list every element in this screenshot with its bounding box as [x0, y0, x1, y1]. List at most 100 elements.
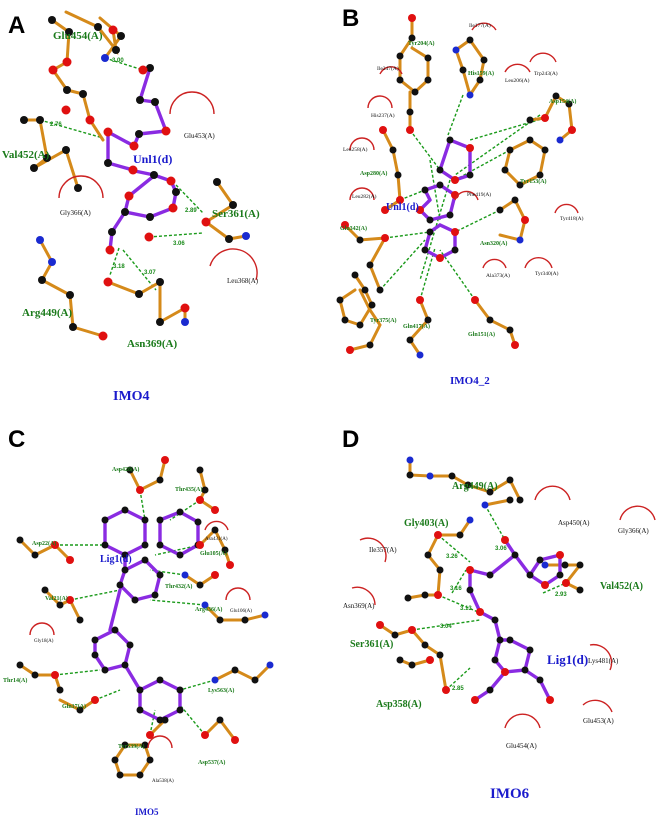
- panel-b-hydrophobic-arcs: [349, 22, 579, 269]
- hydrogen-bond: [469, 117, 546, 141]
- hydrophobic-contact-arc: [619, 505, 656, 521]
- oxygen-atom: [161, 456, 169, 464]
- oxygen-atom: [180, 303, 190, 313]
- residue-label: Trp243(A): [534, 70, 558, 77]
- oxygen-atom: [416, 206, 424, 214]
- carbon-atom: [131, 596, 139, 604]
- oxygen-atom: [346, 346, 354, 354]
- oxygen-atom: [196, 496, 204, 504]
- oxygen-atom: [501, 668, 509, 676]
- oxygen-atom: [66, 556, 74, 564]
- residue-label: Asn431(A): [205, 537, 228, 542]
- distance-label: 3.00: [112, 58, 124, 64]
- carbon-atom: [229, 201, 237, 209]
- hydrogen-bond: [451, 569, 467, 594]
- oxygen-atom: [442, 686, 450, 694]
- residue-label: Asp450(A): [558, 519, 590, 527]
- oxygen-atom: [466, 566, 474, 574]
- carbon-atom: [141, 556, 149, 564]
- carbon-atom: [421, 246, 429, 254]
- carbon-atom: [526, 571, 534, 579]
- hydrophobic-contact-arc: [482, 258, 507, 269]
- carbon-atom: [91, 636, 99, 644]
- oxygen-atom: [379, 126, 387, 134]
- residue-bond: [408, 458, 522, 502]
- ligand-bond: [138, 678, 182, 722]
- carbon-atom: [176, 686, 184, 694]
- hydrophobic-contact-arc: [147, 735, 173, 749]
- nitrogen-atom: [211, 676, 219, 684]
- carbon-atom: [361, 286, 369, 294]
- residue-bond: [213, 663, 272, 682]
- residue-bond: [64, 10, 119, 56]
- carbon-atom: [506, 636, 514, 644]
- carbon-atom: [62, 146, 70, 154]
- hydrophobic-contact-arc: [524, 257, 553, 269]
- carbon-atom: [424, 54, 432, 62]
- hydrophobic-contact-arc: [349, 187, 375, 201]
- oxygen-atom: [201, 731, 209, 739]
- residue-bond: [543, 563, 584, 592]
- residue-label: His159(A): [468, 70, 494, 77]
- hydrogen-bond: [54, 669, 101, 676]
- nitrogen-atom: [36, 236, 44, 244]
- carbon-atom: [94, 23, 102, 31]
- residue-label: Asn369(A): [127, 338, 177, 350]
- residue-label: Asp537(A): [198, 759, 225, 766]
- carbon-atom: [506, 146, 514, 154]
- hydrophobic-contact-arc: [554, 203, 579, 214]
- oxygen-atom: [136, 486, 144, 494]
- carbon-atom: [466, 36, 474, 44]
- oxygen-atom: [408, 626, 416, 634]
- carbon-atom: [486, 571, 494, 579]
- carbon-atom: [506, 496, 514, 504]
- hydrogen-bond: [445, 667, 471, 691]
- hydrophobic-contact-arc: [204, 520, 229, 531]
- carbon-atom: [136, 706, 144, 714]
- carbon-atom: [446, 136, 454, 144]
- distance-label: 3.06: [495, 546, 507, 552]
- panel-b-hbonds: [379, 94, 546, 301]
- residue-label: Ser361(A): [212, 208, 260, 220]
- panel-d-hbonds: [411, 504, 567, 691]
- carbon-atom: [459, 66, 467, 74]
- nitrogen-atom: [101, 54, 109, 62]
- residue-label: His237(A): [371, 112, 395, 119]
- residue-bond: [454, 38, 486, 99]
- residue-label: Ala373(A): [486, 272, 510, 279]
- panel-c-caption: IMO5: [135, 807, 159, 817]
- hydrogen-bond: [169, 499, 201, 521]
- residue-label: Val452(A): [2, 149, 50, 161]
- hydrogen-bond: [94, 689, 121, 701]
- hydrogen-bond: [439, 249, 476, 301]
- carbon-atom: [241, 616, 249, 624]
- carbon-atom: [466, 171, 474, 179]
- hydrogen-bond: [437, 594, 479, 613]
- panel-b-caption: IMO4_2: [450, 375, 490, 387]
- carbon-atom: [135, 290, 143, 298]
- carbon-atom: [336, 296, 344, 304]
- carbon-atom: [486, 316, 494, 324]
- carbon-atom: [366, 341, 374, 349]
- ligand-bond: [123, 663, 142, 692]
- hydrophobic-contact-arc: [534, 485, 571, 501]
- carbon-atom: [501, 166, 509, 174]
- carbon-atom: [491, 616, 499, 624]
- carbon-atom: [172, 188, 180, 196]
- carbon-atom: [526, 136, 534, 144]
- residue-bond: [473, 298, 517, 347]
- oxygen-atom: [144, 232, 154, 242]
- hydrophobic-contact-arc: [504, 63, 531, 73]
- hydrogen-bond: [104, 57, 144, 71]
- carbon-atom: [30, 164, 38, 172]
- carbon-atom: [506, 476, 514, 484]
- carbon-atom: [576, 561, 584, 569]
- carbon-atom: [194, 518, 202, 526]
- oxygen-atom: [406, 126, 414, 134]
- oxygen-atom: [556, 551, 564, 559]
- oxygen-atom: [434, 531, 442, 539]
- carbon-atom: [391, 631, 399, 639]
- residue-label: Gln17(A): [62, 703, 86, 710]
- hydrophobic-contact-arc: [367, 95, 393, 109]
- nitrogen-atom: [452, 46, 460, 54]
